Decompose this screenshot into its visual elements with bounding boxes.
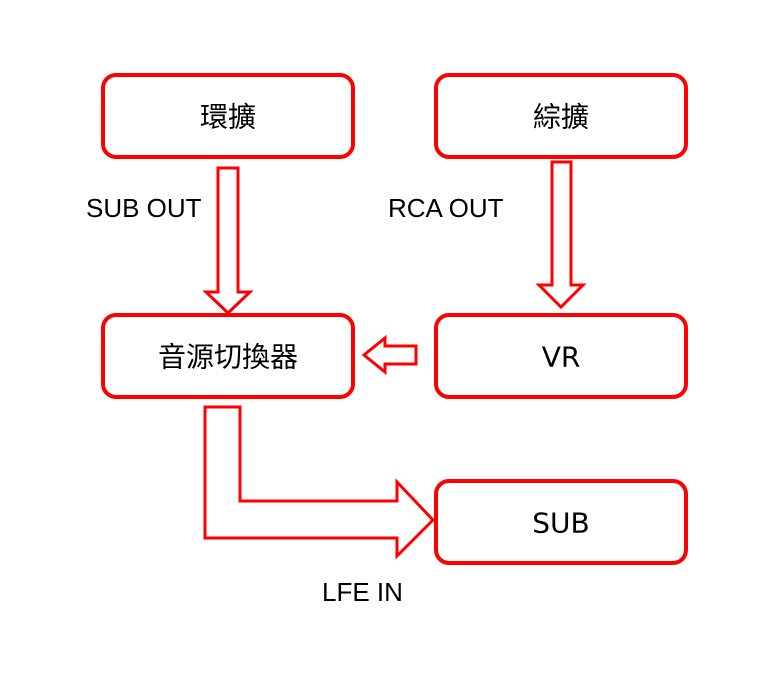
arrow-surround-to-switcher xyxy=(202,166,254,316)
node-surround-amp-box xyxy=(101,73,355,159)
node-source-switcher-label: 音源切換器 xyxy=(158,341,298,374)
node-sub-label: SUB xyxy=(532,507,589,540)
node-vr-label: VR xyxy=(542,341,581,374)
arrow-switcher-to-sub xyxy=(203,405,436,560)
node-source-switcher: 音源切換器 xyxy=(101,313,355,399)
node-surround-amp-label: 環擴 xyxy=(200,101,256,134)
edge-label-lfe-in: LFE IN xyxy=(322,577,403,607)
arrow-integrated-to-vr xyxy=(535,160,587,310)
node-sub-box xyxy=(434,479,688,565)
node-vr-box xyxy=(434,313,688,399)
node-integrated-amp-label: 綜擴 xyxy=(533,101,589,134)
node-vr: VR xyxy=(434,313,688,399)
arrow-vr-to-switcher xyxy=(361,334,418,376)
node-sub: SUB xyxy=(434,479,688,565)
edge-label-rca-out: RCA OUT xyxy=(388,193,504,223)
node-integrated-amp: 綜擴 xyxy=(434,73,688,159)
node-integrated-amp-box xyxy=(434,73,688,159)
edge-label-sub-out: SUB OUT xyxy=(86,193,202,223)
node-surround-amp: 環擴 xyxy=(101,73,355,159)
